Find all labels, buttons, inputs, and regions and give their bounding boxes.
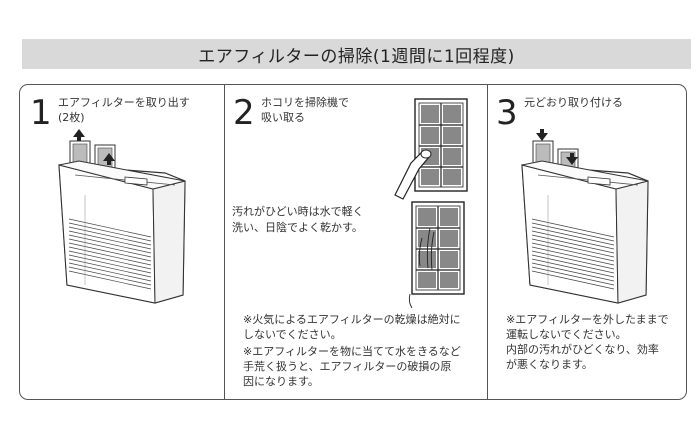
arrow-down-icon [566,153,578,165]
step-2-wash-line1: 汚れがひどい時は水で軽く [232,205,364,218]
vacuum-filter-illustration [394,98,468,200]
arrow-up-icon [73,129,85,141]
arrow-down-icon [536,129,548,141]
unit-installing-filter-illustration [521,129,649,304]
heater-unit [58,160,186,304]
washing-filter-illustration [408,201,465,309]
step-1-subheading: (2枚) [58,111,85,124]
step-3-note: ※エアフィルターを外したままで 運転しないでください。 内部の汚れがひどくなり、… [506,313,669,371]
section-title-bar: エアフィルターの掃除(1週間に1回程度) [22,39,691,69]
heater-unit [521,160,649,304]
steps-panel [19,84,687,400]
divider-2 [487,84,488,400]
unit-removing-filter-illustration [58,129,186,304]
step-2-note-1: ※火気によるエアフィルターの乾燥は絶対に しないでください。 [243,313,461,341]
step-2-wash-line2: 洗い、日陰でよく乾かす。 [232,221,363,234]
step-3-number: 3 [496,93,518,133]
step-2-heading-line2: 吸い取る [261,111,305,124]
step-1-number: 1 [30,93,52,133]
divider-1 [224,84,225,400]
step-2-note-2: ※エアフィルターを物に当てて水をきるなど 手荒く扱うと、エアフィルターの破損の原… [243,345,461,388]
step-3-heading: 元どおり取り付ける [524,96,623,109]
water-stream [408,227,435,309]
section-title: エアフィルターの掃除(1週間に1回程度) [198,46,515,67]
step-2-number: 2 [233,93,255,133]
step-2-heading-line1: ホコリを掃除機で [261,96,349,109]
arrow-up-icon [103,153,115,165]
step-1-heading: エアフィルターを取り出す [58,96,190,109]
vacuum-nozzle [394,149,432,200]
